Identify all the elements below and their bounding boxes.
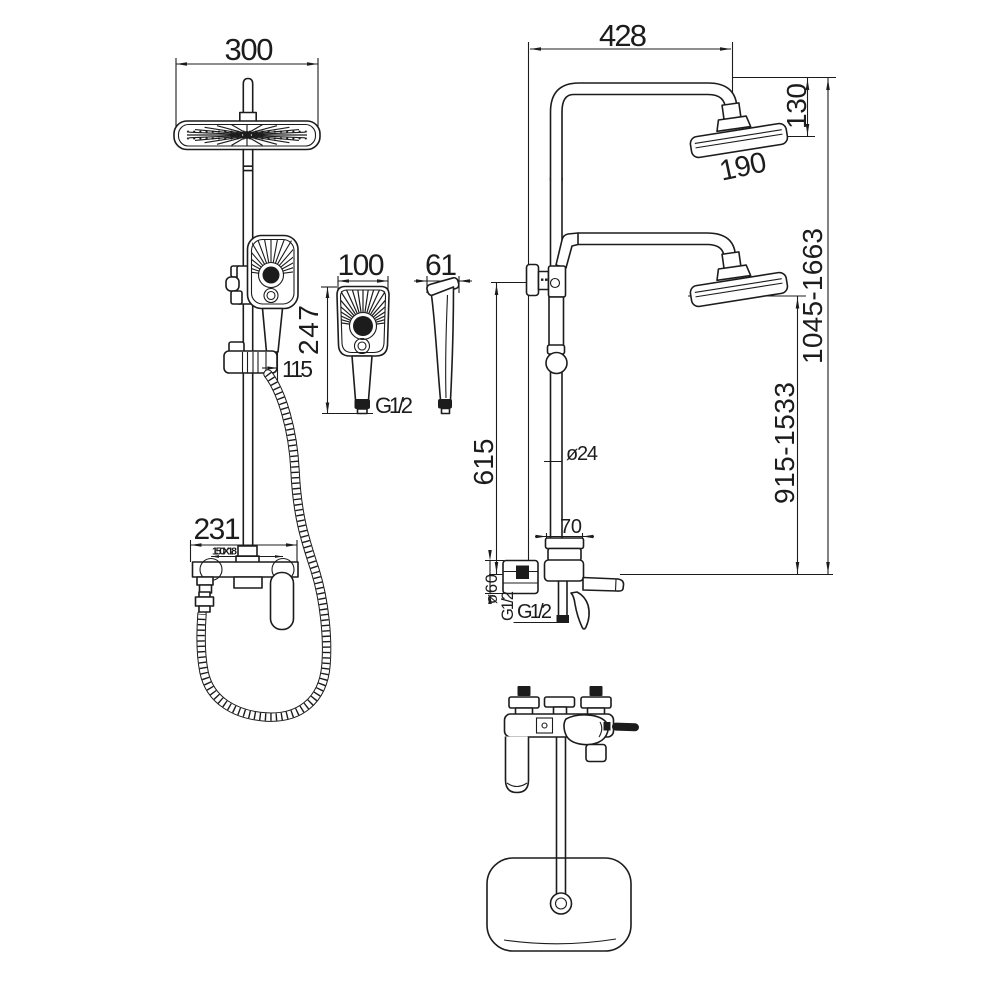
- holder-step: [230, 290, 243, 305]
- dim-hand-height: 247: [293, 305, 324, 355]
- dim-mixer-spacing: 150X18: [212, 546, 237, 558]
- hand-shower-button: [263, 287, 279, 304]
- hand-detail-thread: [356, 408, 368, 415]
- dim-top-offset: 428: [599, 18, 647, 53]
- dim-bracket-height: 615: [468, 439, 499, 486]
- dim-mixer-width: 231: [194, 513, 241, 546]
- soap-dish: [486, 857, 632, 952]
- slider-knob: [545, 351, 568, 375]
- lower-head: [689, 271, 789, 308]
- inlet-flange-right: [580, 696, 612, 709]
- wall-bracket-plate: [525, 263, 540, 297]
- clamp-screw: [549, 277, 561, 289]
- diverter-top: [504, 736, 530, 794]
- hand-side-thread: [440, 407, 451, 415]
- top-view: [486, 686, 639, 952]
- hand-detail-handle: [351, 355, 373, 401]
- label-inlet-thread: G1/2: [499, 591, 517, 621]
- label-outlet-thread: G1/2: [517, 601, 552, 623]
- hand-detail-foot: [354, 399, 370, 409]
- inlet-cap-left: [517, 686, 531, 696]
- dim-hand-width: 100: [338, 249, 385, 282]
- hose-outlet: [556, 615, 569, 623]
- dim-hand-depth: 61: [425, 249, 457, 282]
- lower-head-joint: [716, 264, 752, 282]
- spout-top: [563, 714, 609, 746]
- holder-knob: [225, 276, 240, 292]
- outer-tube: [548, 296, 565, 348]
- mixer-lever-side: [570, 591, 590, 630]
- inlet-cap-right: [589, 686, 603, 696]
- label-pipe-diameter: ø24: [566, 443, 598, 465]
- pipe-base-inner: [554, 897, 568, 910]
- pipe-base-flange: [549, 892, 573, 915]
- dim-front-head-width: 300: [225, 32, 274, 67]
- mixer-top-plate: [544, 537, 585, 550]
- dim-slider-offset: 115: [282, 356, 313, 382]
- lower-arm-tube: [577, 243, 725, 263]
- release-lever: [555, 232, 579, 269]
- label-flange-diameter: ø60: [483, 574, 501, 604]
- side-view: 428 130 1045-1663 915-1533 615 190: [468, 18, 836, 630]
- hand-shower-handle: [261, 307, 284, 353]
- top-stub-pipe: [242, 77, 254, 114]
- inlet-flange-left: [508, 696, 540, 709]
- soap-dish-inner: [503, 938, 617, 945]
- hand-shower-hub: [262, 266, 280, 284]
- rain-head-rays: [187, 124, 307, 146]
- mixer-handle-front: [269, 571, 295, 631]
- spout-outlet-top: [585, 743, 607, 763]
- upper-head: [689, 122, 789, 159]
- mixer-center-body: [233, 576, 263, 589]
- hand-shower-detail-side: 61: [414, 249, 472, 415]
- hand-detail-button: [353, 337, 371, 355]
- handle-base-top: [603, 722, 611, 731]
- mixer-mid-plate: [547, 547, 582, 562]
- shower-hose: [196, 369, 332, 722]
- center-tee: [543, 696, 576, 708]
- upper-arm-tube: [549, 82, 738, 181]
- hand-detail-hub: [353, 316, 373, 336]
- upper-arm-tube: [561, 93, 727, 181]
- inlet-port: [516, 565, 529, 579]
- hose-nut-bottom: [198, 605, 211, 613]
- cartridge-detail: [535, 717, 554, 734]
- hand-detail-rays: [341, 290, 385, 325]
- hand-side-foot: [438, 399, 452, 409]
- outlet-step1: [196, 576, 214, 586]
- head-collar: [239, 111, 258, 123]
- rain-head-hub: [243, 131, 251, 139]
- dim-block-width: 70: [560, 516, 582, 538]
- mixer-body-side: [543, 559, 585, 582]
- dim-head-height: 915-1533: [769, 382, 800, 504]
- hand-shower-inner: [250, 238, 295, 305]
- handle-lever-top: [611, 722, 639, 732]
- hand-shower-rays: [252, 240, 293, 274]
- upper-head-joint: [716, 115, 752, 133]
- label-hand-thread: G1/2: [375, 393, 413, 418]
- hand-side-handle: [430, 286, 455, 401]
- spout-side: [582, 576, 625, 592]
- hose-nut-hex: [194, 596, 215, 607]
- front-view: 300 115: [173, 32, 332, 722]
- hand-shower-detail-front: 100 247 G1/2: [293, 249, 413, 418]
- dim-head-drop: 130: [781, 83, 812, 129]
